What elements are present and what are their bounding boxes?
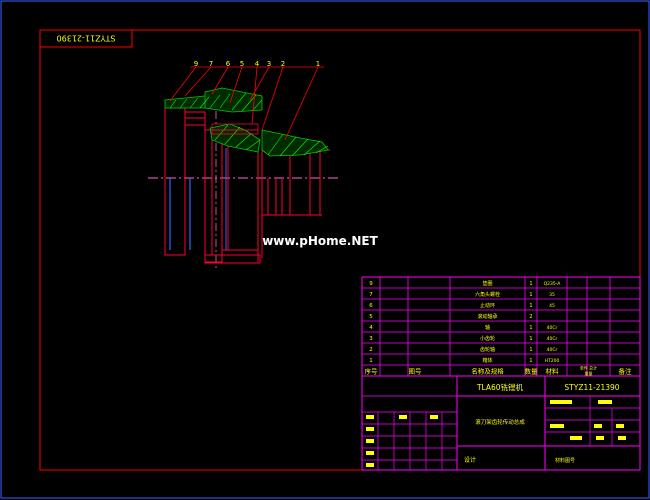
callout-label-7: 7: [209, 60, 213, 68]
watermark: www.pHome.NET: [262, 234, 378, 248]
parts-row-count: 1: [529, 281, 532, 287]
parts-row-material: Q235-A: [544, 281, 562, 287]
parts-row-no: 1: [369, 358, 373, 364]
callout-label-1: 1: [316, 60, 320, 68]
assembly-section-view: [148, 87, 338, 270]
parts-row-no: 3: [369, 336, 373, 342]
parts-row-name: 垫圈: [482, 280, 492, 287]
parts-row-material: 40Cr: [547, 325, 558, 331]
machine-name: TLA60铣镗机: [476, 382, 524, 392]
parts-row-count: 1: [529, 292, 532, 298]
drawing-number-stamp: STYZ11-21390: [39, 29, 133, 48]
callout-label-9: 9: [194, 60, 198, 68]
parts-row-material: 35: [549, 292, 555, 298]
output-shaft: [262, 149, 330, 216]
parts-list-table: 9 垫圈 1 Q235-A 7 六角头螺栓 1 35 6 止动环 1 45 5 滚动轴承 2 4 轴 1 40Cr 3…: [361, 276, 641, 377]
callout-leader-6: [211, 66, 229, 95]
parts-row-count: 1: [529, 358, 532, 364]
parts-row-name: 止动环: [480, 302, 495, 309]
parts-row-count: 2: [529, 314, 532, 320]
parts-row-name: 箱体: [482, 357, 492, 364]
assembly-name: 滚刀架齿轮传动总成: [475, 418, 525, 426]
parts-row-name: 轴: [485, 324, 490, 331]
parts-header-remark: 备注: [619, 367, 633, 376]
drawing-frame: [39, 29, 641, 471]
callout-leader-5: [229, 66, 243, 104]
parts-row-count: 1: [529, 325, 532, 331]
parts-row-no: 7: [369, 292, 373, 298]
parts-row-count: 1: [529, 303, 532, 309]
company-field: 设计: [464, 456, 476, 464]
parts-row-material: HT200: [545, 358, 560, 364]
title-block: TLA60铣镗机 STYZ11-21390 滚刀架齿轮传动总成 设计 材料图号: [361, 375, 641, 471]
parts-row-no: 9: [369, 281, 373, 287]
parts-row-name: 滚动轴承: [477, 313, 497, 320]
callout-leader-9: [169, 66, 197, 102]
parts-row-no: 4: [369, 325, 373, 331]
callout-label-4: 4: [255, 60, 260, 68]
housing-outline: [164, 107, 186, 256]
callout-label-6: 6: [226, 60, 231, 68]
callout-leader-3: [249, 66, 270, 101]
callout-leader-1: [284, 66, 319, 141]
parts-row-material: 40Cr: [547, 347, 558, 353]
title-drawing-number: STYZ11-21390: [564, 383, 619, 392]
parts-row-name: 小齿轮: [480, 335, 495, 342]
callout-leader-7: [184, 66, 212, 97]
hatch-lines: [169, 92, 329, 157]
parts-row-no: 6: [369, 303, 373, 309]
stamp-text: STYZ11-21390: [57, 34, 116, 43]
callout-label-5: 5: [240, 60, 244, 68]
callout-leader-4: [251, 66, 258, 125]
parts-row-no: 5: [369, 314, 373, 320]
parts-header-material: 材料: [546, 367, 560, 376]
parts-row-no: 2: [369, 347, 373, 353]
parts-row-name: 齿轮轴: [480, 346, 495, 353]
lower-flange: [204, 254, 261, 264]
parts-header-count: 数量: [525, 367, 539, 376]
parts-header-name: 名称及规格: [471, 367, 504, 376]
parts-row-material: 40Cr: [547, 336, 558, 342]
callout-label-3: 3: [267, 60, 271, 68]
bearing-seat: [205, 129, 222, 256]
parts-header-no: 序号: [365, 367, 379, 376]
parts-row-name: 六角头螺栓: [475, 291, 500, 298]
parts-header-code: 图号: [409, 368, 423, 376]
parts-row-material: 45: [549, 303, 555, 309]
parts-row-count: 1: [529, 347, 532, 353]
callout-label-2: 2: [281, 60, 285, 68]
callout-leader-2: [261, 66, 284, 131]
parts-header-mass-sub: 重量: [585, 370, 593, 376]
title-footer: 材料图号: [555, 457, 575, 464]
parts-row-count: 1: [529, 336, 532, 342]
parts-header-mass: 单件 总计: [580, 365, 597, 371]
